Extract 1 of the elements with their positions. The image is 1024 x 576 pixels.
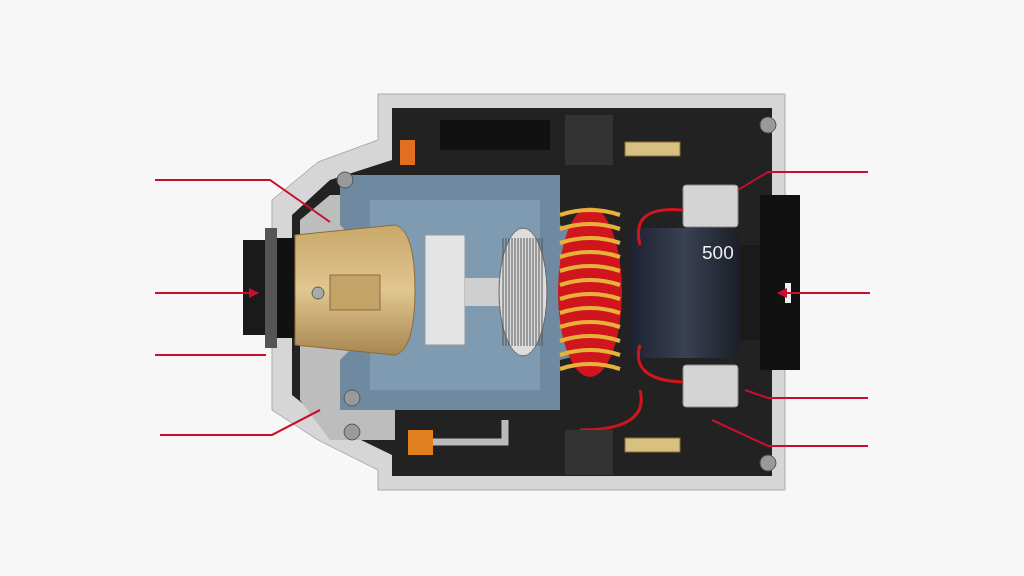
part-number: 500 (702, 243, 734, 262)
